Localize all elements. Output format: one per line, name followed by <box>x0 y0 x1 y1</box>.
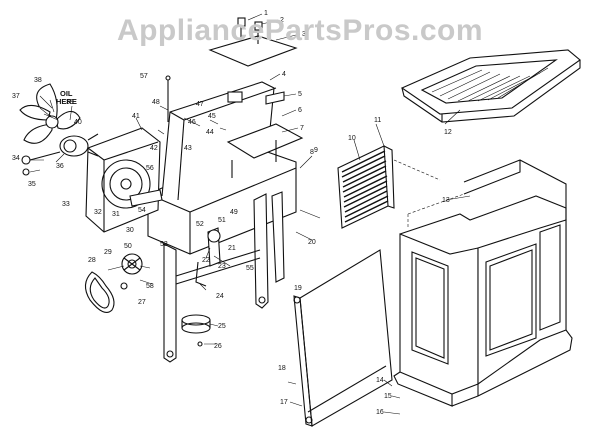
oil-here-note-line2: HERE <box>56 97 77 106</box>
pad-frame <box>293 249 393 427</box>
callout-46: 46 <box>188 119 196 126</box>
callout-34: 34 <box>12 155 20 162</box>
callout-4: 4 <box>282 71 286 78</box>
callout-56: 56 <box>146 165 154 172</box>
callout-32: 32 <box>94 209 102 216</box>
callout-16: 16 <box>376 409 384 416</box>
callout-49: 49 <box>230 209 238 216</box>
grille <box>337 145 441 229</box>
callout-58: 58 <box>146 283 154 290</box>
fan-assembly <box>19 83 163 233</box>
callout-8: 8 <box>310 149 314 156</box>
callout-30: 30 <box>126 227 134 234</box>
callout-1: 1 <box>264 10 268 17</box>
callout-9: 9 <box>314 147 318 154</box>
callout-11: 11 <box>374 117 381 124</box>
top-panel <box>400 49 581 123</box>
callout-50: 50 <box>124 243 132 250</box>
callout-37: 37 <box>12 93 20 100</box>
callout-20: 20 <box>308 239 316 246</box>
callout-7: 7 <box>300 125 304 132</box>
callout-48: 48 <box>152 99 160 106</box>
callout-2: 2 <box>280 17 284 24</box>
top-hardware <box>165 17 298 122</box>
callout-53: 53 <box>160 241 168 248</box>
callout-35: 35 <box>28 181 36 188</box>
cabinet <box>393 159 573 407</box>
callout-26: 26 <box>214 343 222 350</box>
callout-19: 19 <box>294 285 302 292</box>
callout-27: 27 <box>138 299 146 306</box>
callout-44: 44 <box>206 129 214 136</box>
callout-3: 3 <box>302 31 306 38</box>
callout-33: 33 <box>62 201 70 208</box>
callout-39: 39 <box>66 99 74 106</box>
callout-6: 6 <box>298 107 302 114</box>
leader-lines <box>29 13 471 415</box>
pulley-belt <box>84 253 143 313</box>
callout-13: 13 <box>442 197 450 204</box>
callout-12: 12 <box>444 129 452 136</box>
callout-21: 21 <box>228 245 236 252</box>
callout-36: 36 <box>56 163 64 170</box>
callout-22: 22 <box>202 257 210 264</box>
callout-38: 38 <box>34 77 42 84</box>
callout-47: 47 <box>196 101 204 108</box>
callout-57: 57 <box>140 73 148 80</box>
callout-41: 41 <box>132 113 140 120</box>
pump-assembly <box>181 227 221 347</box>
callout-51: 51 <box>218 217 226 224</box>
callout-25: 25 <box>218 323 226 330</box>
oil-here-note-line1: OIL <box>60 89 73 98</box>
callout-52: 52 <box>196 221 204 228</box>
callout-29: 29 <box>104 249 112 256</box>
callout-14: 14 <box>376 377 384 384</box>
callout-31: 31 <box>112 211 120 218</box>
callout-17: 17 <box>280 399 288 406</box>
callout-10: 10 <box>348 135 356 142</box>
callouts: 1 2 3 4 5 6 7 8 9 10 11 12 13 14 15 16 1… <box>12 10 452 416</box>
callout-42: 42 <box>150 145 158 152</box>
callout-55: 55 <box>246 265 254 272</box>
callout-45: 45 <box>208 113 216 120</box>
callout-5: 5 <box>298 91 302 98</box>
callout-18: 18 <box>278 365 286 372</box>
callout-15: 15 <box>384 393 392 400</box>
callout-40: 40 <box>74 119 82 126</box>
callout-24: 24 <box>216 293 224 300</box>
callout-23: 23 <box>218 263 226 270</box>
callout-43: 43 <box>184 145 192 152</box>
callout-54: 54 <box>138 207 146 214</box>
callout-28: 28 <box>88 257 96 264</box>
